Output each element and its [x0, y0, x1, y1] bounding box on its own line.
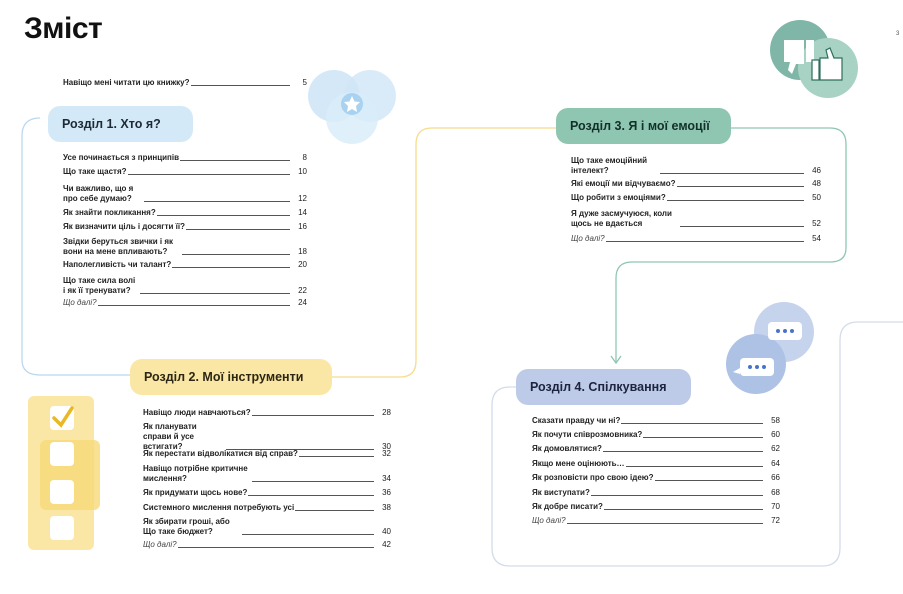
toc-item[interactable]: Як почути співрозмовника?60 — [532, 430, 780, 439]
thumbs-icon — [770, 20, 858, 98]
toc-item[interactable]: Як планувати справи й усе встигати?30 — [143, 422, 391, 451]
toc-item[interactable]: Як знайти покликання?14 — [63, 208, 307, 217]
toc-item[interactable]: Сказати правду чи ні?58 — [532, 416, 780, 425]
toc-item[interactable]: Я дуже засмучуюся, коли щось не вдається… — [571, 209, 821, 228]
toc-item[interactable]: Що далі?42 — [143, 540, 391, 549]
toc-item[interactable]: Чи важливо, що я про себе думаю?12 — [63, 184, 307, 203]
toc-item[interactable]: Як перестати відволікатися від справ?32 — [143, 449, 391, 458]
section-3-heading[interactable]: Розділ 3. Я і мої емоції — [556, 108, 731, 144]
toc-item[interactable]: Що далі?54 — [571, 234, 821, 243]
section-1-heading[interactable]: Розділ 1. Хто я? — [48, 106, 193, 142]
section-4-heading[interactable]: Розділ 4. Спілкування — [516, 369, 691, 405]
chat-bubbles-icon — [726, 302, 814, 394]
page-title: Зміст — [24, 12, 103, 45]
page-number: 3 — [896, 31, 900, 37]
toc-item[interactable]: Що далі?72 — [532, 516, 780, 525]
toc-item[interactable]: Як виступати?68 — [532, 488, 780, 497]
intro-item[interactable]: Навіщо мені читати цю книжку? 5 — [63, 78, 307, 88]
toc-item[interactable]: Навіщо потрібне критичне мислення?34 — [143, 464, 391, 483]
toc-item[interactable]: Що робити з емоціями?50 — [571, 193, 821, 202]
venn-star-icon — [308, 70, 396, 144]
section-2-heading[interactable]: Розділ 2. Мої інструменти — [130, 359, 332, 395]
toc-item[interactable]: Як визначити ціль і досягти її?16 — [63, 222, 307, 231]
toc-item[interactable]: Звідки беруться звички і як вони на мене… — [63, 237, 307, 256]
toc-item[interactable]: Як розповісти про свою ідею?66 — [532, 473, 780, 482]
toc-item[interactable]: Як домовлятися?62 — [532, 444, 780, 453]
toc-item[interactable]: Якщо мене оцінюють…64 — [532, 459, 780, 468]
toc-item[interactable]: Як придумати щось нове?36 — [143, 488, 391, 497]
toc-item[interactable]: Які емоції ми відчуваємо?48 — [571, 179, 821, 188]
toc-item[interactable]: Наполегливість чи талант?20 — [63, 260, 307, 269]
toc-item[interactable]: Що далі?24 — [63, 298, 307, 307]
toc-item[interactable]: Що таке сила волі і як її тренувати?22 — [63, 276, 307, 295]
toc-item[interactable]: Навіщо люди навчаються?28 — [143, 408, 391, 417]
toc-item[interactable]: Що таке емоційний інтелект?46 — [571, 156, 821, 175]
toc-item-title: Навіщо мені читати цю книжку? — [63, 78, 190, 87]
checklist-icon — [28, 396, 100, 550]
toc-item-page: 5 — [302, 78, 307, 87]
toc-item[interactable]: Що таке щастя?10 — [63, 167, 307, 176]
toc-item[interactable]: Як добре писати?70 — [532, 502, 780, 511]
toc-item[interactable]: Як збирати гроші, або Що таке бюджет?40 — [143, 517, 391, 536]
